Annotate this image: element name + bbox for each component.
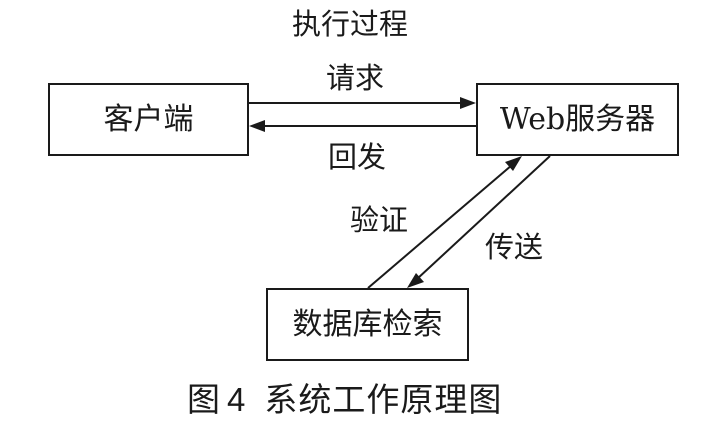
response-label: 回发 [328,140,387,174]
figure-caption-text: 系统工作原理图 [264,380,503,419]
client-node: 客户端 [48,83,249,156]
arrow-transfer [407,155,551,288]
arrow-response [249,120,476,132]
client-node-label: 客户端 [103,101,194,137]
database-node-label: 数据库检索 [292,306,443,342]
web-server-node-label: Web服务器 [499,101,656,137]
verify-label: 验证 [350,203,409,237]
web-server-node: Web服务器 [476,83,679,156]
request-label: 请求 [326,61,385,95]
figure-caption-prefix: 图 [187,380,221,419]
transfer-label: 传送 [485,230,544,264]
diagram-title: 执行过程 [292,7,409,41]
database-node: 数据库检索 [266,288,469,361]
arrow-verify [367,156,522,289]
figure-caption-number: 4 [227,381,247,418]
arrow-request [249,97,476,109]
